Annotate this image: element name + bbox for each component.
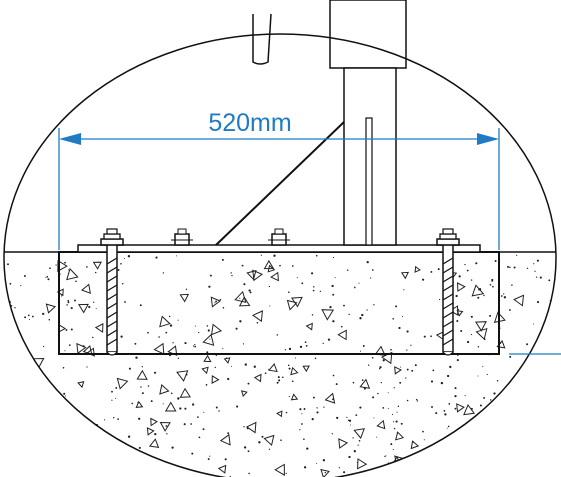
plate-bolt-left xyxy=(171,228,193,246)
anchor-bolt-right xyxy=(436,228,460,356)
width-dimension: 520mm xyxy=(58,109,500,250)
dimension-label: 520mm xyxy=(208,109,291,137)
plate-bolt-right xyxy=(268,228,290,246)
concrete-ground xyxy=(4,252,556,477)
detail-circle xyxy=(3,33,557,477)
anchor-bolt-left xyxy=(100,228,124,356)
diagonal-brace xyxy=(215,121,345,246)
base-plate xyxy=(77,244,481,253)
arrow-left-icon xyxy=(59,133,81,145)
upper-pipe xyxy=(252,13,272,65)
steel-column xyxy=(329,0,407,246)
arrow-right-icon xyxy=(477,133,499,145)
